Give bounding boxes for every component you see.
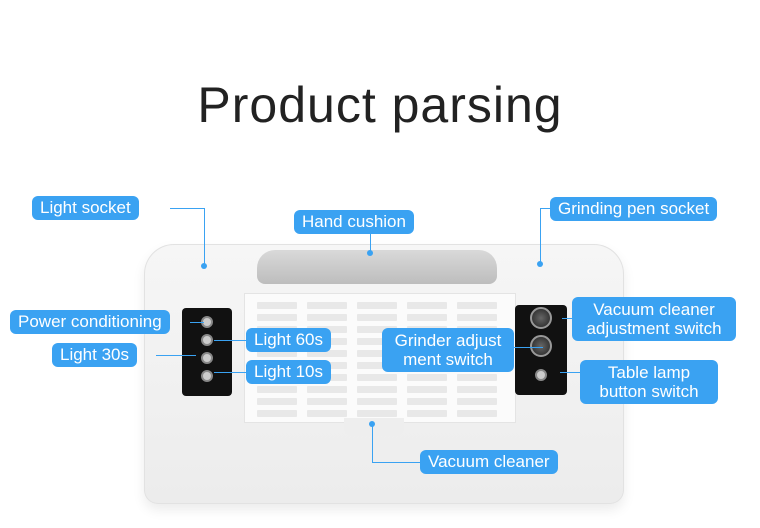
light-10s-button-icon[interactable] xyxy=(201,370,213,382)
label-grinder-adjustment-switch: Grinder adjust ment switch xyxy=(382,328,514,372)
vent-slot xyxy=(457,398,497,405)
vent-slot xyxy=(257,302,297,309)
label-vacuum-cleaner: Vacuum cleaner xyxy=(420,450,558,474)
vacuum-knob-icon[interactable] xyxy=(530,307,552,329)
label-grinding-pen-socket: Grinding pen socket xyxy=(550,197,718,221)
vent-slot xyxy=(457,410,497,417)
vent-slot xyxy=(357,362,397,369)
grinder-adjust-line-2: ment switch xyxy=(403,350,493,369)
vent-slot xyxy=(407,302,447,309)
vacuum-adjust-line-1: Vacuum cleaner xyxy=(593,300,715,319)
light-30s-button-icon[interactable] xyxy=(201,352,213,364)
vent-slot xyxy=(407,386,447,393)
vent-slot xyxy=(357,338,397,345)
vent-slot xyxy=(257,314,297,321)
vent-slot xyxy=(357,374,397,381)
label-light-60s: Light 60s xyxy=(246,328,331,352)
vent-slot xyxy=(357,314,397,321)
label-vacuum-adjustment-switch: Vacuum cleaner adjustment switch xyxy=(572,297,736,341)
label-light-10s: Light 10s xyxy=(246,360,331,384)
vent-slot xyxy=(357,398,397,405)
vent-slot xyxy=(357,386,397,393)
vent-slot xyxy=(457,302,497,309)
grinder-adjust-line-1: Grinder adjust xyxy=(394,331,502,350)
label-light-30s: Light 30s xyxy=(52,343,137,367)
grinder-knob-icon[interactable] xyxy=(530,335,552,357)
vent-slot xyxy=(307,398,347,405)
page-title: Product parsing xyxy=(197,77,563,133)
vent-slot xyxy=(357,326,397,333)
label-hand-cushion: Hand cushion xyxy=(294,210,414,234)
vent-slot xyxy=(257,410,297,417)
vacuum-notch xyxy=(344,418,404,436)
vent-slot xyxy=(407,314,447,321)
vent-slot xyxy=(457,374,497,381)
vacuum-adjust-line-2: adjustment switch xyxy=(586,319,722,338)
label-light-socket: Light socket xyxy=(32,196,139,220)
hand-cushion xyxy=(257,250,497,284)
vent-slot xyxy=(357,410,397,417)
vent-slot xyxy=(357,302,397,309)
table-lamp-line-2: button switch xyxy=(599,382,699,401)
vent-slot xyxy=(307,410,347,417)
right-control-panel xyxy=(515,305,567,395)
light-60s-button-icon[interactable] xyxy=(201,334,213,346)
table-lamp-line-1: Table lamp xyxy=(607,363,691,382)
lamp-button-icon[interactable] xyxy=(535,369,547,381)
vent-slot xyxy=(457,314,497,321)
vent-slot xyxy=(407,410,447,417)
vent-slot xyxy=(257,398,297,405)
vent-slot xyxy=(307,314,347,321)
vent-slot xyxy=(407,374,447,381)
vent-slot xyxy=(257,350,297,357)
vent-slot xyxy=(307,386,347,393)
label-table-lamp-switch: Table lamp button switch xyxy=(580,360,718,404)
vent-slot xyxy=(357,350,397,357)
vent-slot xyxy=(457,386,497,393)
vent-slot xyxy=(407,398,447,405)
vent-slot xyxy=(307,302,347,309)
label-power-conditioning: Power conditioning xyxy=(10,310,170,334)
vent-slot xyxy=(307,350,347,357)
vent-slot xyxy=(257,386,297,393)
